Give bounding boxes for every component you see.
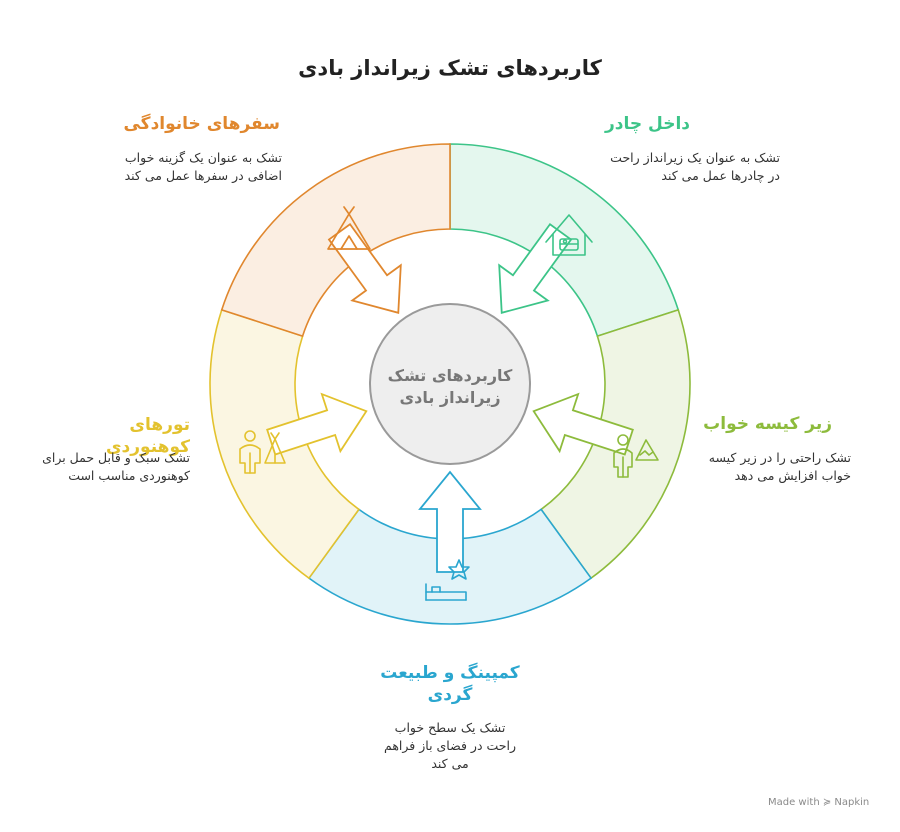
hiker-tent-icon (239, 430, 286, 474)
napkin-watermark: Made with ≽ Napkin (768, 797, 870, 808)
heading-camping: کمپینگ و طبیعت گردی (380, 663, 520, 705)
tent-icon (327, 206, 371, 250)
heading-under-sleeping-bag: زیر کیسه خواب (703, 414, 832, 434)
desc-hiking-tours: تشک سبک و قابل حمل برای کوهنوردی مناسب ا… (42, 450, 190, 483)
arrow-under-sleeping-bag (532, 392, 634, 456)
center-label: کاربردهای تشک زیرانداز بادی (387, 366, 513, 407)
arrow-camping (418, 470, 482, 573)
tent-bed-icon (545, 214, 593, 256)
arrow-family-trips (327, 223, 402, 314)
heading-inside-tent: داخل چادر (604, 114, 690, 134)
arrow-hiking-tours (266, 392, 368, 456)
hiker-mountain-icon (613, 434, 659, 478)
page-title: کاربردهای تشک زیرانداز بادی (298, 56, 602, 80)
center-circle (369, 303, 531, 465)
desc-inside-tent: تشک به عنوان یک زیرانداز راحت در چادرها … (610, 150, 780, 183)
desc-camping: تشک یک سطح خواب راحت در فضای باز فراهم م… (384, 720, 516, 771)
desc-family-trips: تشک به عنوان یک گزینه خواب اضافی در سفره… (124, 150, 282, 183)
heading-family-trips: سفرهای خانوادگی (123, 114, 280, 134)
heading-hiking-tours: تورهای کوهنوردی (105, 415, 190, 457)
bed-star-icon (425, 559, 470, 601)
desc-under-sleeping-bag: تشک راحتی را در زیر کیسه خواب افزایش می … (708, 450, 851, 483)
